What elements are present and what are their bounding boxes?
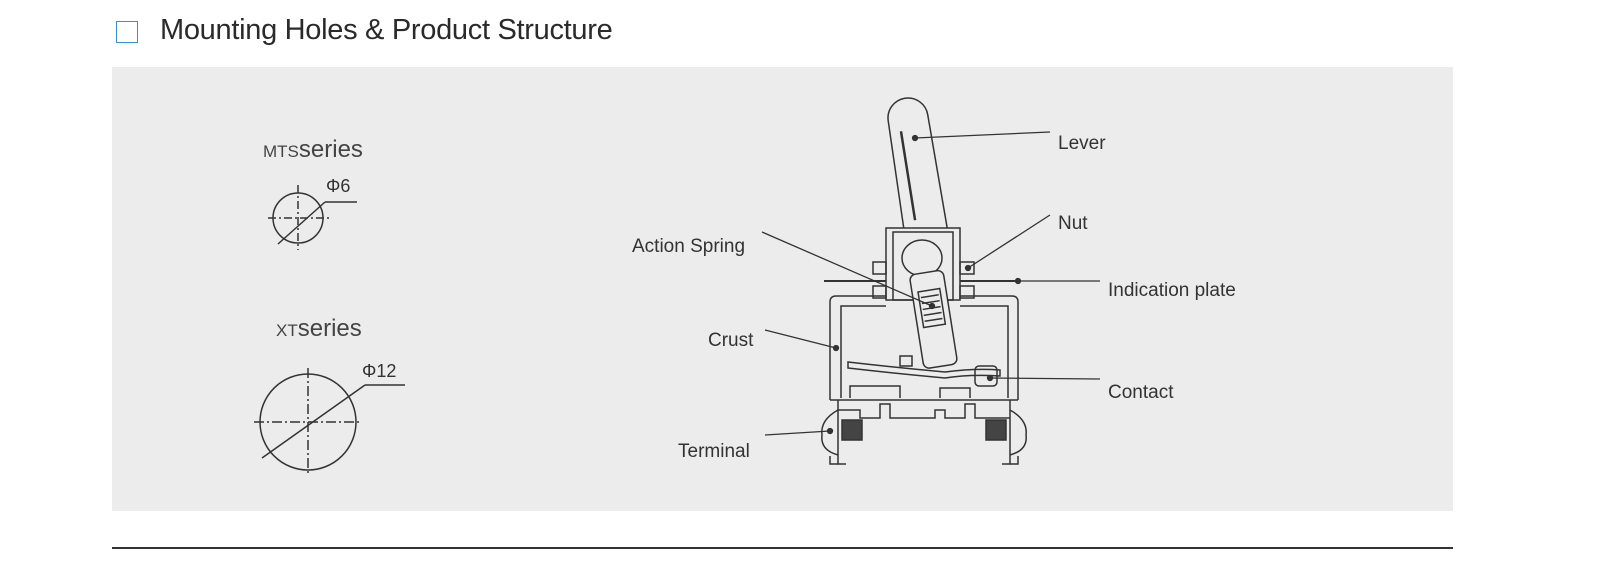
label-contact: Contact [1108, 382, 1174, 403]
section-title: Mounting Holes & Product Structure [160, 14, 613, 46]
series-prefix: XT [276, 321, 298, 340]
series-prefix: MTS [263, 142, 299, 161]
xt-hole-drawing [254, 368, 405, 475]
label-crust: Crust [708, 330, 754, 351]
xt-series-label: XTseries [276, 315, 362, 343]
label-nut: Nut [1058, 213, 1088, 234]
label-indication-plate: Indication plate [1108, 280, 1236, 301]
label-lever: Lever [1058, 133, 1106, 154]
divider [112, 547, 1453, 549]
label-action-spring: Action Spring [632, 236, 746, 257]
label-terminal: Terminal [678, 441, 750, 462]
mts-diameter: Φ6 [326, 176, 351, 196]
section-checkbox-icon [116, 21, 138, 43]
series-suffix: series [298, 136, 363, 163]
leader-lines [761, 131, 1101, 436]
mts-series-label: MTSseries [263, 136, 363, 164]
series-suffix: series [297, 315, 362, 342]
mts-hole-drawing [268, 185, 357, 250]
toggle-switch-drawing [821, 97, 1027, 465]
xt-diameter: Φ12 [362, 361, 397, 381]
diagram-panel [112, 67, 1453, 511]
